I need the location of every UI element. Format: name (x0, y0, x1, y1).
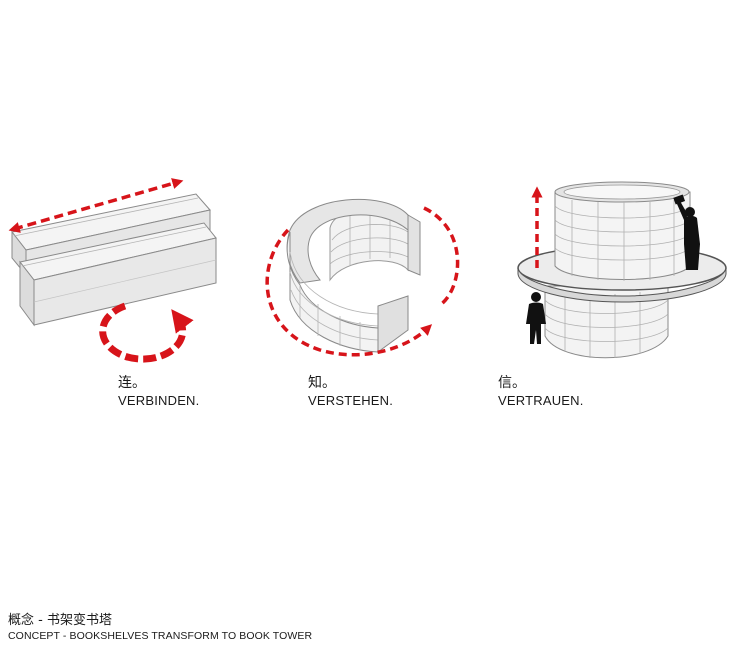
step-understand-title-cn: 知。 (308, 375, 336, 391)
caption-cn: 概念 - 书架变书塔 (8, 613, 112, 628)
understand-curve-arrow (265, 206, 460, 357)
step-understand: 知。 VERSTEHEN. (308, 374, 393, 409)
step-trust-title-en: VERTRAUEN. (498, 393, 584, 408)
step-connect-title-cn: 连。 (118, 375, 146, 391)
caption-en: CONCEPT - BOOKSHELVES TRANSFORM TO BOOK … (8, 630, 313, 642)
front-shelf (19, 222, 217, 327)
person-on-platform-silhouette (673, 194, 700, 270)
connect-double-arrow (8, 178, 184, 233)
tower-lower-level (544, 285, 669, 359)
step-trust: 信。 VERTRAUEN. (498, 374, 584, 409)
step-connect: 连。 VERBINDEN. (118, 374, 199, 409)
rotate-arrow (99, 302, 194, 363)
tower-upper-level (554, 181, 691, 281)
step-trust-title-cn: 信。 (498, 375, 526, 391)
step-understand-title-en: VERSTEHEN. (308, 393, 394, 408)
book-tower-illustration (517, 181, 727, 359)
curved-bookshelf-illustration (265, 198, 460, 357)
step-connect-title-en: VERBINDEN. (118, 393, 200, 408)
straight-bookshelves-illustration (8, 178, 217, 363)
figure-caption: 概念 - 书架变书塔 CONCEPT - BOOKSHELVES TRANSFO… (8, 612, 312, 643)
person-below-silhouette (526, 292, 546, 344)
